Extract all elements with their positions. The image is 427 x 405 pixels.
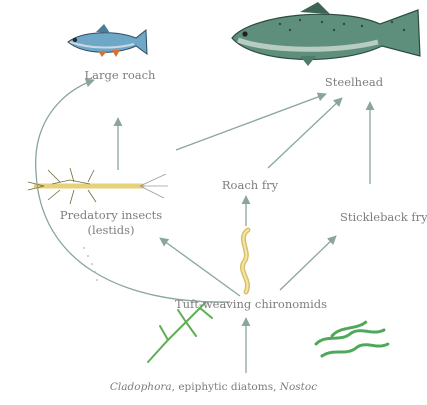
- cladophora-text: Cladophora: [110, 381, 172, 393]
- roach-fry-label: Roach fry: [210, 178, 290, 192]
- chironomids-label: Tuft-weaving chironomids: [166, 297, 336, 311]
- cladophora-illustration: [148, 302, 212, 362]
- steelhead-label: Steelhead: [314, 75, 394, 89]
- dotted-trail: [83, 247, 98, 281]
- primary-producers-label: Cladophora, epiphytic diatoms, Nostoc: [0, 381, 427, 394]
- diatoms-text: , epiphytic diatoms,: [172, 381, 280, 393]
- large-roach-illustration: [68, 24, 147, 57]
- predatory-insects-label: Predatory insects: [46, 208, 176, 222]
- steelhead-illustration: [232, 2, 420, 66]
- predatory-insects-sublabel: (lestids): [46, 223, 176, 237]
- chironomid-illustration: [242, 230, 248, 292]
- stickleback-fry-label: Stickleback fry: [340, 210, 427, 224]
- lestid-illustration: [28, 168, 168, 204]
- nostoc-illustration: [316, 322, 388, 356]
- nostoc-text: Nostoc: [280, 381, 317, 393]
- large-roach-label: Large roach: [80, 68, 160, 82]
